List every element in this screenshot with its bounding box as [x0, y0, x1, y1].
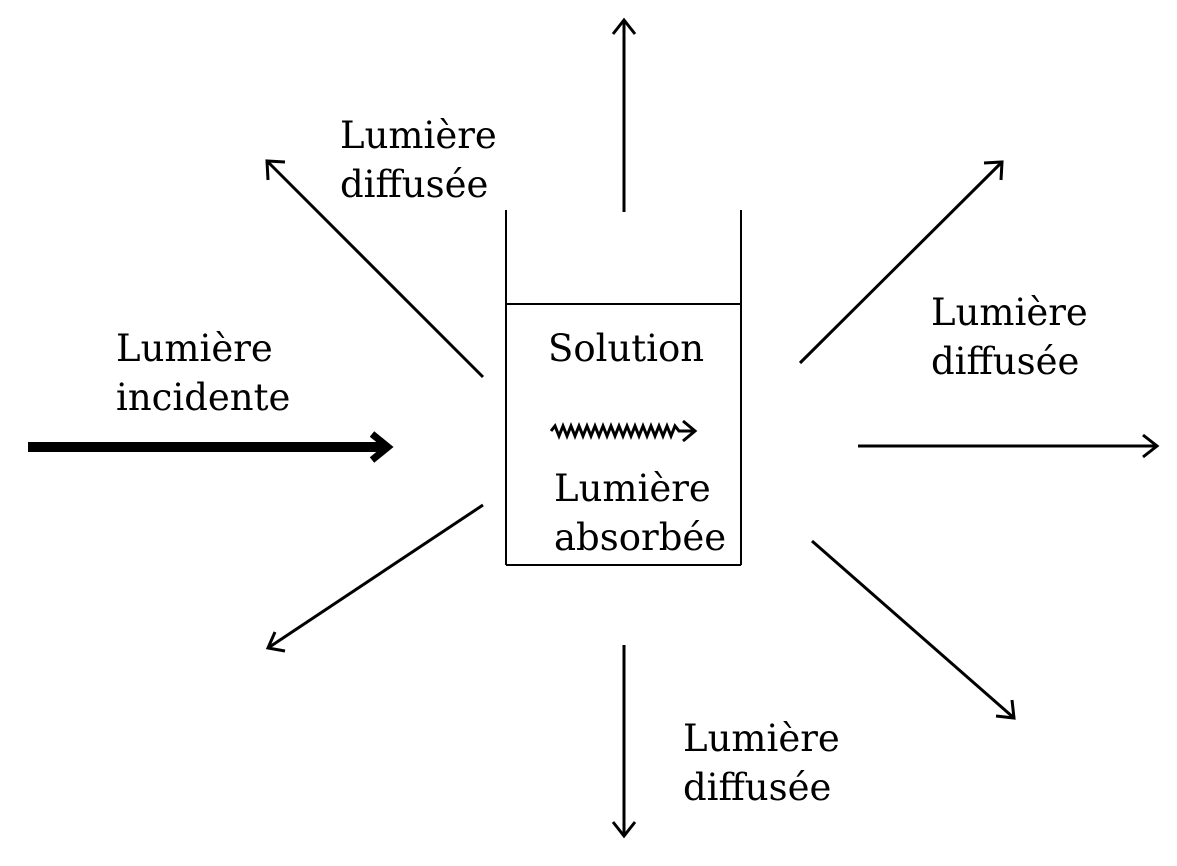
- wavy-line: [549, 421, 694, 441]
- scattered-light-arrows: [265, 17, 1160, 839]
- wavy-arrow-head: [682, 419, 698, 443]
- absorbed-label-line-1: Lumière: [554, 467, 711, 510]
- scattered-arrow-up-right: [798, 160, 1004, 365]
- scattered-arrow-down-right: [811, 539, 1016, 720]
- scattered-arrow-down: [611, 645, 637, 839]
- scattered-top-left-line-2: diffusée: [340, 163, 488, 206]
- scattered-label-bottom: Lumière diffusée: [683, 717, 852, 809]
- scattered-label-right: Lumière diffusée: [931, 291, 1100, 383]
- solution-label: Solution: [548, 327, 704, 370]
- incident-light-arrow: [28, 431, 394, 463]
- scattered-arrow-right: [858, 433, 1160, 459]
- incident-label-line-2: incidente: [116, 376, 290, 419]
- scattered-right-line-2: diffusée: [931, 340, 1079, 383]
- scattered-bottom-line-1: Lumière: [683, 717, 840, 760]
- absorbed-light-wavy-arrow: [549, 419, 698, 443]
- incident-arrow-head: [369, 431, 394, 463]
- incident-light-label: Lumière incidente: [116, 327, 290, 419]
- scattered-arrow-up-left: [265, 159, 485, 379]
- scattered-arrow-up: [611, 17, 637, 212]
- absorbed-label-line-2: absorbée: [554, 516, 726, 559]
- absorbed-light-label: Lumière absorbée: [554, 467, 726, 559]
- beaker: [505, 210, 742, 566]
- scattered-right-line-1: Lumière: [931, 291, 1088, 334]
- incident-label-line-1: Lumière: [116, 327, 273, 370]
- scattered-label-top-left: Lumière diffusée: [340, 114, 509, 206]
- scattered-top-left-line-1: Lumière: [340, 114, 497, 157]
- scattered-bottom-line-2: diffusée: [683, 766, 831, 809]
- scattered-arrow-down-left: [265, 503, 484, 653]
